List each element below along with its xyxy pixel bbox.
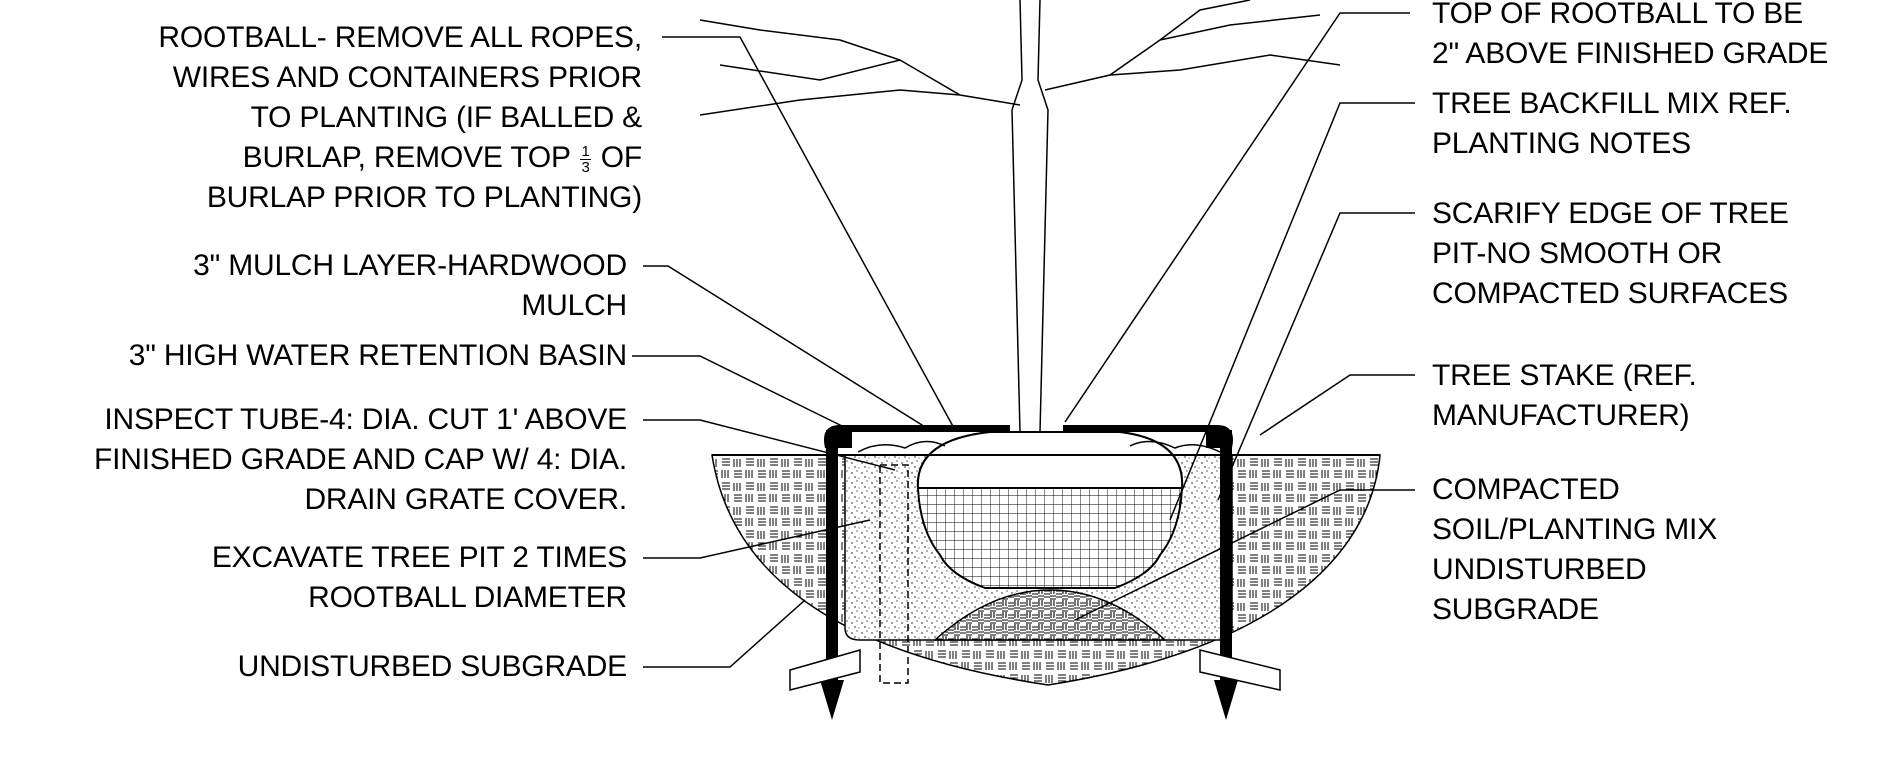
rootball	[916, 431, 1184, 589]
label-stake: TREE STAKE (REF. MANUFACTURER)	[1432, 356, 1697, 436]
tree	[699, 0, 1341, 433]
label-compacted-line-1: COMPACTED	[1432, 473, 1620, 506]
label-compacted: COMPACTED SOIL/PLANTING MIX UNDISTURBED …	[1432, 470, 1717, 630]
label-rootball-line-3: TO PLANTING (IF BALLED &	[250, 101, 643, 134]
leader-compacted	[1074, 489, 1415, 621]
label-backfill-line-2: PLANTING NOTES	[1432, 127, 1691, 160]
label-excavate-line-2: ROOTBALL DIAMETER	[308, 581, 627, 614]
label-mulch: 3" MULCH LAYER-HARDWOOD MULCH	[193, 246, 627, 326]
leader-subgrade	[643, 599, 806, 668]
label-basin-line-1: 3" HIGH WATER RETENTION BASIN	[128, 339, 627, 372]
frac-after: OF	[592, 141, 642, 174]
label-scarify-line-3: COMPACTED SURFACES	[1432, 277, 1788, 310]
water-retention-basin	[824, 425, 1233, 448]
label-rootball-line-5: BURLAP PRIOR TO PLANTING)	[206, 181, 642, 214]
label-scarify-line-2: PIT-NO SMOOTH OR	[1432, 237, 1723, 270]
label-tube: INSPECT TUBE-4: DIA. CUT 1' ABOVE FINISH…	[94, 400, 627, 520]
leaders-left	[632, 36, 956, 668]
label-compacted-line-4: SUBGRADE	[1432, 593, 1599, 626]
label-rootball-line-2: WIRES AND CONTAINERS PRIOR	[172, 61, 642, 94]
label-stake-line-1: TREE STAKE (REF.	[1432, 359, 1697, 392]
frac-before: BURLAP, REMOVE TOP	[242, 141, 579, 174]
label-compacted-line-2: SOIL/PLANTING MIX	[1432, 513, 1717, 546]
tree-stakes	[789, 430, 1281, 720]
label-scarify: SCARIFY EDGE OF TREE PIT-NO SMOOTH OR CO…	[1432, 194, 1789, 314]
compacted-mix	[933, 589, 1167, 641]
leader-top-rootball	[1064, 12, 1410, 423]
label-stake-line-2: MANUFACTURER)	[1432, 399, 1690, 432]
leader-excavate	[643, 519, 871, 559]
label-tube-line-1: INSPECT TUBE-4: DIA. CUT 1' ABOVE	[104, 403, 627, 436]
label-mulch-line-2: MULCH	[521, 289, 627, 322]
label-compacted-line-3: UNDISTURBED	[1432, 553, 1647, 586]
label-tube-line-2: FINISHED GRADE AND CAP W/ 4: DIA.	[94, 443, 627, 476]
label-scarify-line-1: SCARIFY EDGE OF TREE	[1432, 197, 1789, 230]
label-top-rootball-line-2: 2" ABOVE FINISHED GRADE	[1432, 37, 1829, 70]
leader-backfill	[1169, 102, 1415, 521]
leader-mulch	[643, 265, 931, 431]
label-backfill-line-1: TREE BACKFILL MIX REF.	[1432, 87, 1792, 120]
leader-scarify	[1217, 212, 1415, 501]
label-subgrade-left-line-1: UNDISTURBED SUBGRADE	[237, 650, 628, 683]
label-rootball: ROOTBALL- REMOVE ALL ROPES, WIRES AND CO…	[158, 18, 642, 218]
label-mulch-line-1: 3" MULCH LAYER-HARDWOOD	[193, 249, 627, 282]
label-backfill: TREE BACKFILL MIX REF. PLANTING NOTES	[1432, 84, 1792, 164]
label-subgrade-left: UNDISTURBED SUBGRADE	[237, 647, 628, 687]
inspection-tube	[879, 464, 909, 684]
label-tube-line-3: DRAIN GRATE COVER.	[304, 483, 627, 516]
label-top-rootball: TOP OF ROOTBALL TO BE 2" ABOVE FINISHED …	[1432, 0, 1828, 74]
leader-stake	[1259, 374, 1415, 436]
finished-grade	[712, 440, 1380, 456]
label-rootball-line-1: ROOTBALL- REMOVE ALL ROPES,	[158, 21, 642, 54]
label-basin: 3" HIGH WATER RETENTION BASIN	[129, 336, 627, 376]
leader-tube	[643, 419, 896, 471]
label-excavate-line-1: EXCAVATE TREE PIT 2 TIMES	[211, 541, 627, 574]
label-excavate: EXCAVATE TREE PIT 2 TIMES ROOTBALL DIAME…	[212, 538, 627, 618]
label-top-rootball-line-1: TOP OF ROOTBALL TO BE	[1432, 0, 1803, 30]
leaders-right	[1064, 12, 1415, 621]
leader-rootball	[662, 36, 956, 431]
leader-basin	[632, 355, 843, 427]
